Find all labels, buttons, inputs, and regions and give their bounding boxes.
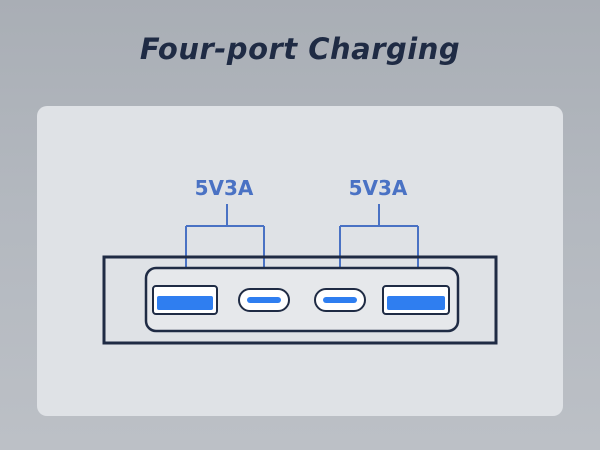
port-group-label-left: 5V3A	[195, 176, 254, 200]
usb-c-port-icon	[314, 288, 366, 312]
page-title: Four-port Charging	[139, 32, 461, 66]
usb-c-port-icon	[238, 288, 290, 312]
usb-a-port-icon	[152, 285, 218, 315]
usb-a-port-icon	[382, 285, 450, 315]
port-group-label-right: 5V3A	[349, 176, 408, 200]
diagram-panel	[37, 106, 563, 416]
power-bank-body	[102, 255, 498, 345]
